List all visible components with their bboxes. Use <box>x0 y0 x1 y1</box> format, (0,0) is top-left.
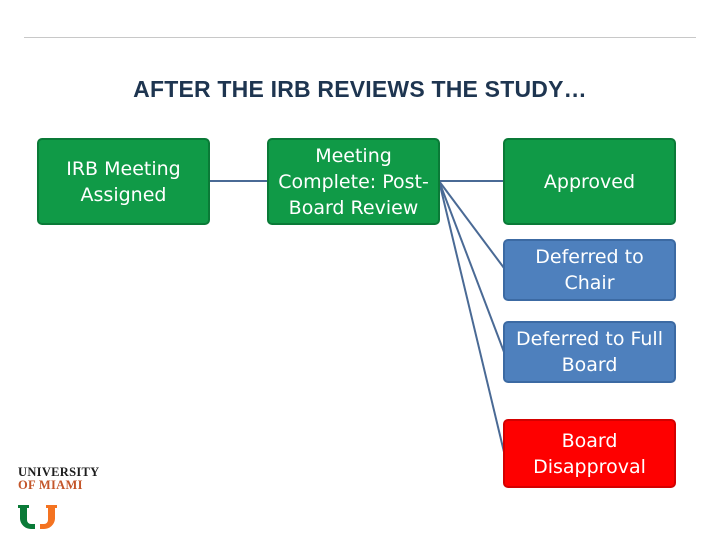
connector-to-disapproval <box>438 180 505 453</box>
deferred-to-full-board-box: Deferred to Full Board <box>503 321 676 383</box>
top-divider <box>24 37 696 38</box>
deferred-to-chair-box: Deferred to Chair <box>503 239 676 301</box>
split-u-icon <box>18 505 57 530</box>
irb-meeting-assigned-box: IRB Meeting Assigned <box>37 138 210 225</box>
connector-to-deferred-board <box>438 180 505 353</box>
board-disapproval-box: Board Disapproval <box>503 419 676 488</box>
logo-line-of-miami: OF MIAMI <box>18 478 83 492</box>
university-of-miami-logo: UNIVERSITY OF MIAMI <box>18 466 138 532</box>
logo-line-university: UNIVERSITY <box>18 465 100 479</box>
connector-to-deferred-chair <box>438 180 505 269</box>
slide-title: AFTER THE IRB REVIEWS THE STUDY… <box>133 76 587 102</box>
meeting-complete-box: Meeting Complete: Post-Board Review <box>267 138 440 225</box>
approved-box: Approved <box>503 138 676 225</box>
